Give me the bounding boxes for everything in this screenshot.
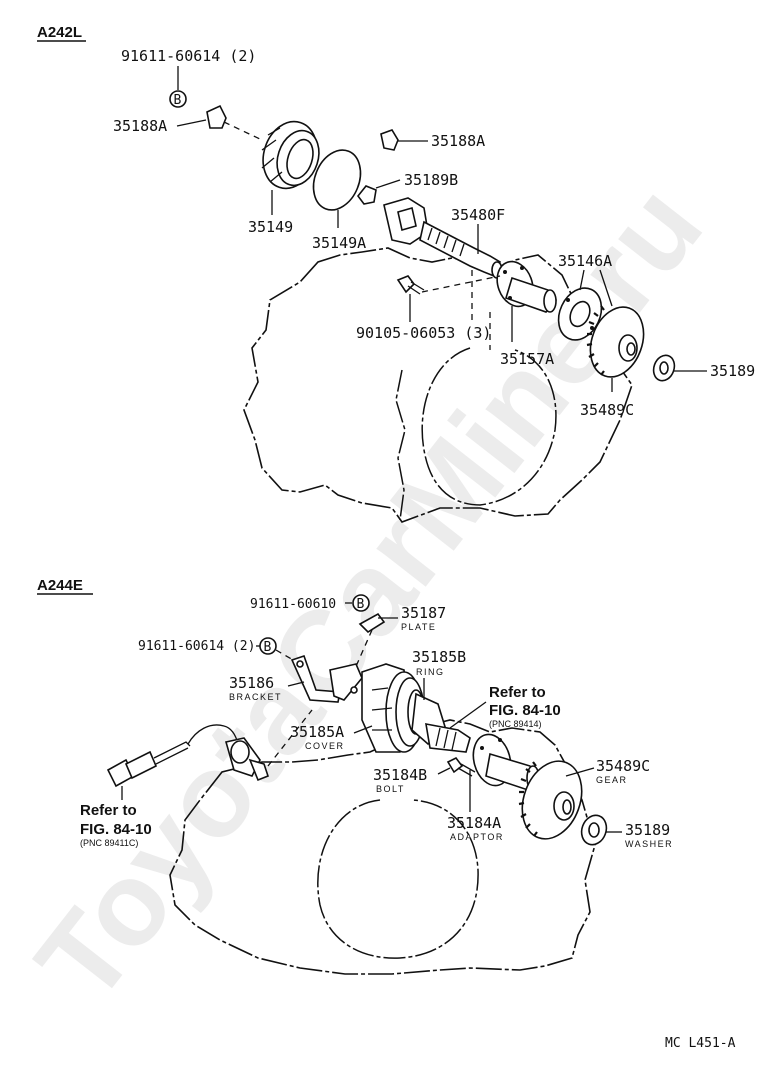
leader bbox=[437, 767, 451, 775]
gear-35489c bbox=[586, 305, 645, 378]
washer-35189-bottom bbox=[580, 814, 608, 846]
dashed-guide bbox=[421, 275, 501, 293]
watermark: ToyotaCarMine.ru bbox=[11, 161, 727, 1026]
label-35189-bottom: 35189 bbox=[625, 821, 670, 839]
label-91611-60614-b: 91611-60614 (2) bbox=[138, 639, 255, 654]
label-35185a: 35185A bbox=[290, 723, 344, 741]
refer-left-line3: (PNC 89411C) bbox=[80, 838, 138, 848]
label-91611-60610: 91611-60610 bbox=[250, 597, 336, 612]
sublabel-adaptor: ADAPTOR bbox=[450, 832, 504, 842]
plate-35146a bbox=[557, 287, 603, 341]
section-heading-a242l: A242L bbox=[37, 24, 82, 41]
refer-left-line2[interactable]: FIG. 84-10 bbox=[80, 821, 152, 838]
label-35184a: 35184A bbox=[447, 814, 501, 832]
label-91611-60614: 91611-60614 (2) bbox=[121, 47, 256, 65]
leader bbox=[579, 269, 585, 291]
refer-left-line1[interactable]: Refer to bbox=[80, 802, 137, 819]
transmission-case-outline-bottom bbox=[169, 719, 596, 975]
refer-right-line2[interactable]: FIG. 84-10 bbox=[489, 702, 561, 719]
sublabel-bracket: BRACKET bbox=[229, 692, 282, 702]
label-35185b: 35185B bbox=[412, 648, 466, 666]
sensor-35480f bbox=[383, 197, 503, 279]
sublabel-cover: COVER bbox=[305, 741, 345, 751]
leader bbox=[599, 269, 613, 307]
refer-right-line1[interactable]: Refer to bbox=[489, 684, 546, 701]
label-35489c-top: 35489C bbox=[580, 401, 634, 419]
label-35188a-right: 35188A bbox=[431, 132, 485, 150]
label-35146a: 35146A bbox=[558, 252, 612, 270]
bolt-marker-b1: B bbox=[357, 597, 365, 612]
bolt-marker-circle bbox=[352, 594, 370, 612]
sublabel-plate: PLATE bbox=[401, 622, 436, 632]
figure-code: MC L451-A bbox=[665, 1036, 736, 1051]
clip-35189b bbox=[356, 185, 377, 205]
refer-right-line3: (PNC 89414) bbox=[489, 719, 542, 729]
label-35149: 35149 bbox=[248, 218, 293, 236]
leader bbox=[176, 119, 207, 127]
shaft-35157a bbox=[496, 260, 558, 313]
leader bbox=[287, 681, 305, 687]
bolt-marker-b: B bbox=[174, 93, 182, 108]
label-35489c-bottom: 35489C bbox=[596, 757, 650, 775]
transmission-case-inner bbox=[421, 347, 557, 506]
sublabel-ring: RING bbox=[416, 667, 445, 677]
transmission-case-inner-bottom bbox=[317, 799, 479, 959]
seal-35149 bbox=[261, 120, 320, 190]
label-35480f: 35480F bbox=[451, 206, 505, 224]
label-35189-top: 35189 bbox=[710, 362, 755, 380]
bolt-marker-b2: B bbox=[264, 640, 272, 655]
leader bbox=[375, 179, 401, 189]
bracket-35186 bbox=[290, 654, 363, 703]
bolt-marker-circle bbox=[169, 90, 187, 108]
section-heading-a244e: A244E bbox=[37, 577, 83, 594]
sublabel-washer: WASHER bbox=[625, 839, 673, 849]
bolt-35184b bbox=[446, 756, 476, 777]
leader bbox=[353, 725, 373, 734]
sublabel-bolt: BOLT bbox=[376, 784, 405, 794]
gear-35489c-bottom bbox=[518, 760, 583, 840]
o-ring-35149a bbox=[312, 149, 362, 211]
label-90105-06053: 90105-06053 (3) bbox=[356, 324, 491, 342]
label-35188a-left: 35188A bbox=[113, 117, 167, 135]
washer-35189 bbox=[652, 354, 676, 382]
bolt-marker-circle bbox=[259, 637, 277, 655]
sensor-connector-cable bbox=[106, 724, 269, 788]
label-35189b: 35189B bbox=[404, 171, 458, 189]
dashed-guide bbox=[267, 709, 313, 767]
sublabel-gear: GEAR bbox=[596, 775, 628, 785]
leader bbox=[449, 701, 487, 729]
cover-35185a bbox=[361, 663, 425, 753]
clip-35188a-left bbox=[206, 104, 227, 129]
label-35149a: 35149A bbox=[312, 234, 366, 252]
label-35157a: 35157A bbox=[500, 350, 554, 368]
clip-35188a-right bbox=[380, 129, 399, 151]
bolt-90105 bbox=[396, 275, 425, 295]
leader bbox=[565, 767, 595, 777]
dashed-guide bbox=[223, 121, 263, 141]
label-35184b: 35184B bbox=[373, 766, 427, 784]
label-35186: 35186 bbox=[229, 674, 274, 692]
case-rib bbox=[395, 369, 406, 521]
label-35187: 35187 bbox=[401, 604, 446, 622]
